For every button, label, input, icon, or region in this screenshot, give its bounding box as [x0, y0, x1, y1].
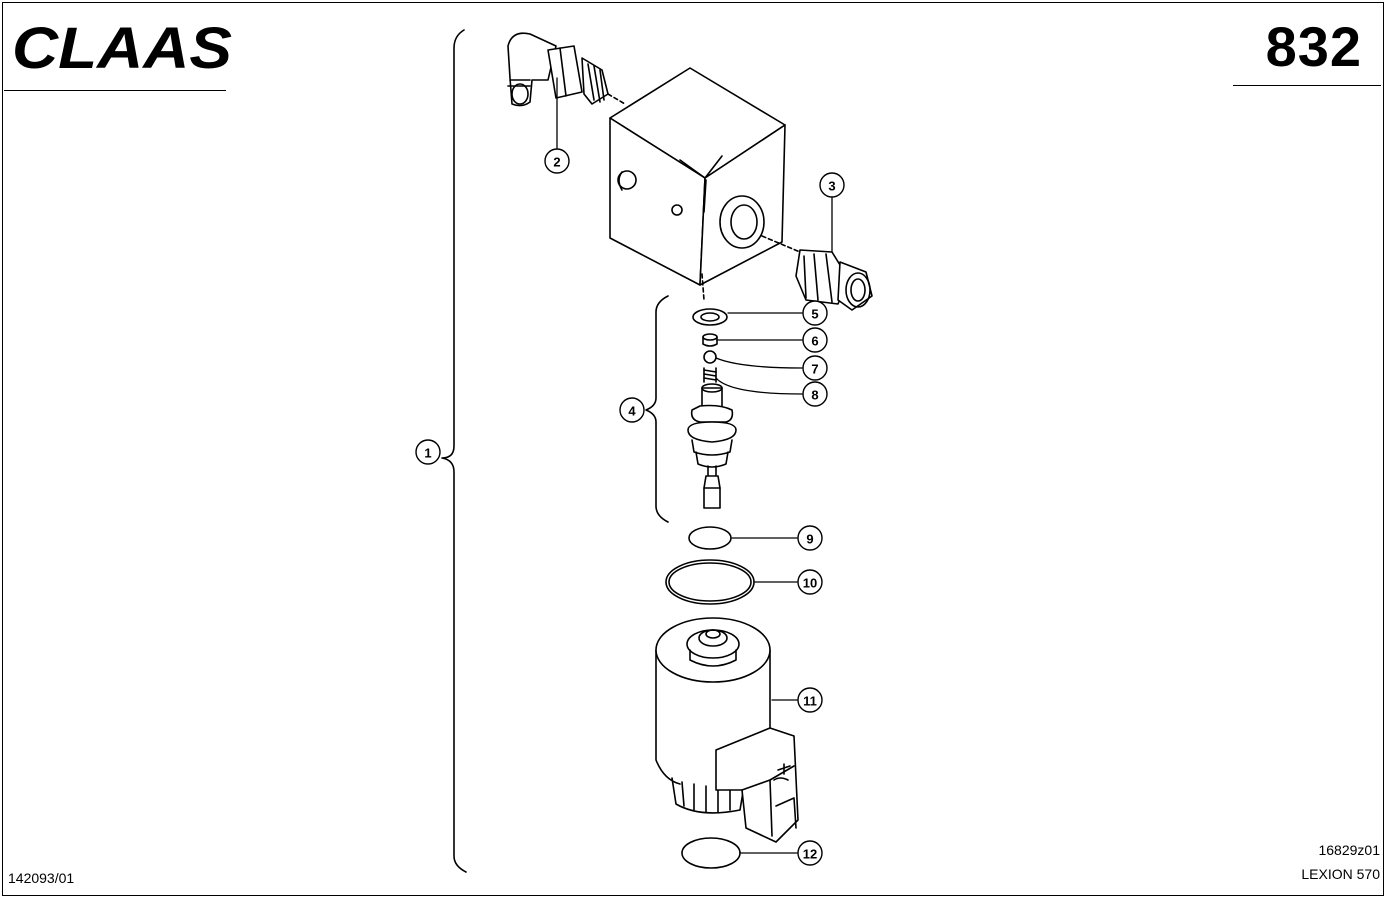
callout-7 [802, 355, 828, 381]
callout-label-11: 11 [803, 694, 817, 709]
callout-6 [802, 327, 828, 353]
callout-2 [544, 148, 570, 174]
callout-label-9: 9 [806, 532, 813, 547]
callout-label-2: 2 [553, 155, 560, 170]
callout-label-3: 3 [828, 179, 835, 194]
callout-label-5: 5 [811, 307, 818, 322]
o-ring-part-9 [688, 526, 732, 550]
svg-text:CLAAS: CLAAS [12, 22, 232, 76]
logo-underline [4, 90, 226, 91]
spring-part-8 [703, 367, 717, 383]
callout-label-10: 10 [803, 576, 817, 591]
callout-label-7: 7 [811, 362, 818, 377]
straight-fitting-part-3 [761, 235, 873, 311]
page-number: 832 [1265, 15, 1362, 78]
page-number-underline [1233, 85, 1381, 86]
callout-label-12: 12 [803, 847, 817, 862]
callout-label-8: 8 [811, 388, 818, 403]
callout-11 [797, 687, 823, 713]
callout-5 [802, 300, 828, 326]
callout-3 [819, 172, 845, 198]
valve-cartridge [687, 383, 737, 509]
callout-12 [797, 840, 823, 866]
callout-label-4: 4 [628, 404, 636, 419]
valve-block [609, 67, 786, 301]
seat-part-6 [702, 333, 718, 347]
ball-part-7 [703, 350, 717, 364]
callout-10 [797, 569, 823, 595]
document-code: 142093/01 [8, 870, 75, 886]
machine-model: LEXION 570 [1301, 866, 1380, 882]
elbow-fitting-part-2 [507, 32, 626, 107]
claas-logo: CLAAS [12, 22, 232, 76]
figure-code: 16829z01 [1318, 842, 1380, 858]
callout-9 [797, 525, 823, 551]
callout-label-1: 1 [424, 446, 431, 461]
o-ring-part-10 [665, 559, 755, 605]
o-ring-part-12 [681, 837, 741, 869]
solenoid-coil-part-11 [655, 617, 799, 843]
subassembly-bracket-4 [645, 295, 669, 523]
callout-8 [802, 381, 828, 407]
callout-1 [415, 439, 441, 465]
washer-part-5 [692, 308, 728, 326]
callout-label-6: 6 [811, 334, 818, 349]
assembly-bracket-1 [441, 29, 467, 873]
callout-4 [619, 397, 645, 423]
